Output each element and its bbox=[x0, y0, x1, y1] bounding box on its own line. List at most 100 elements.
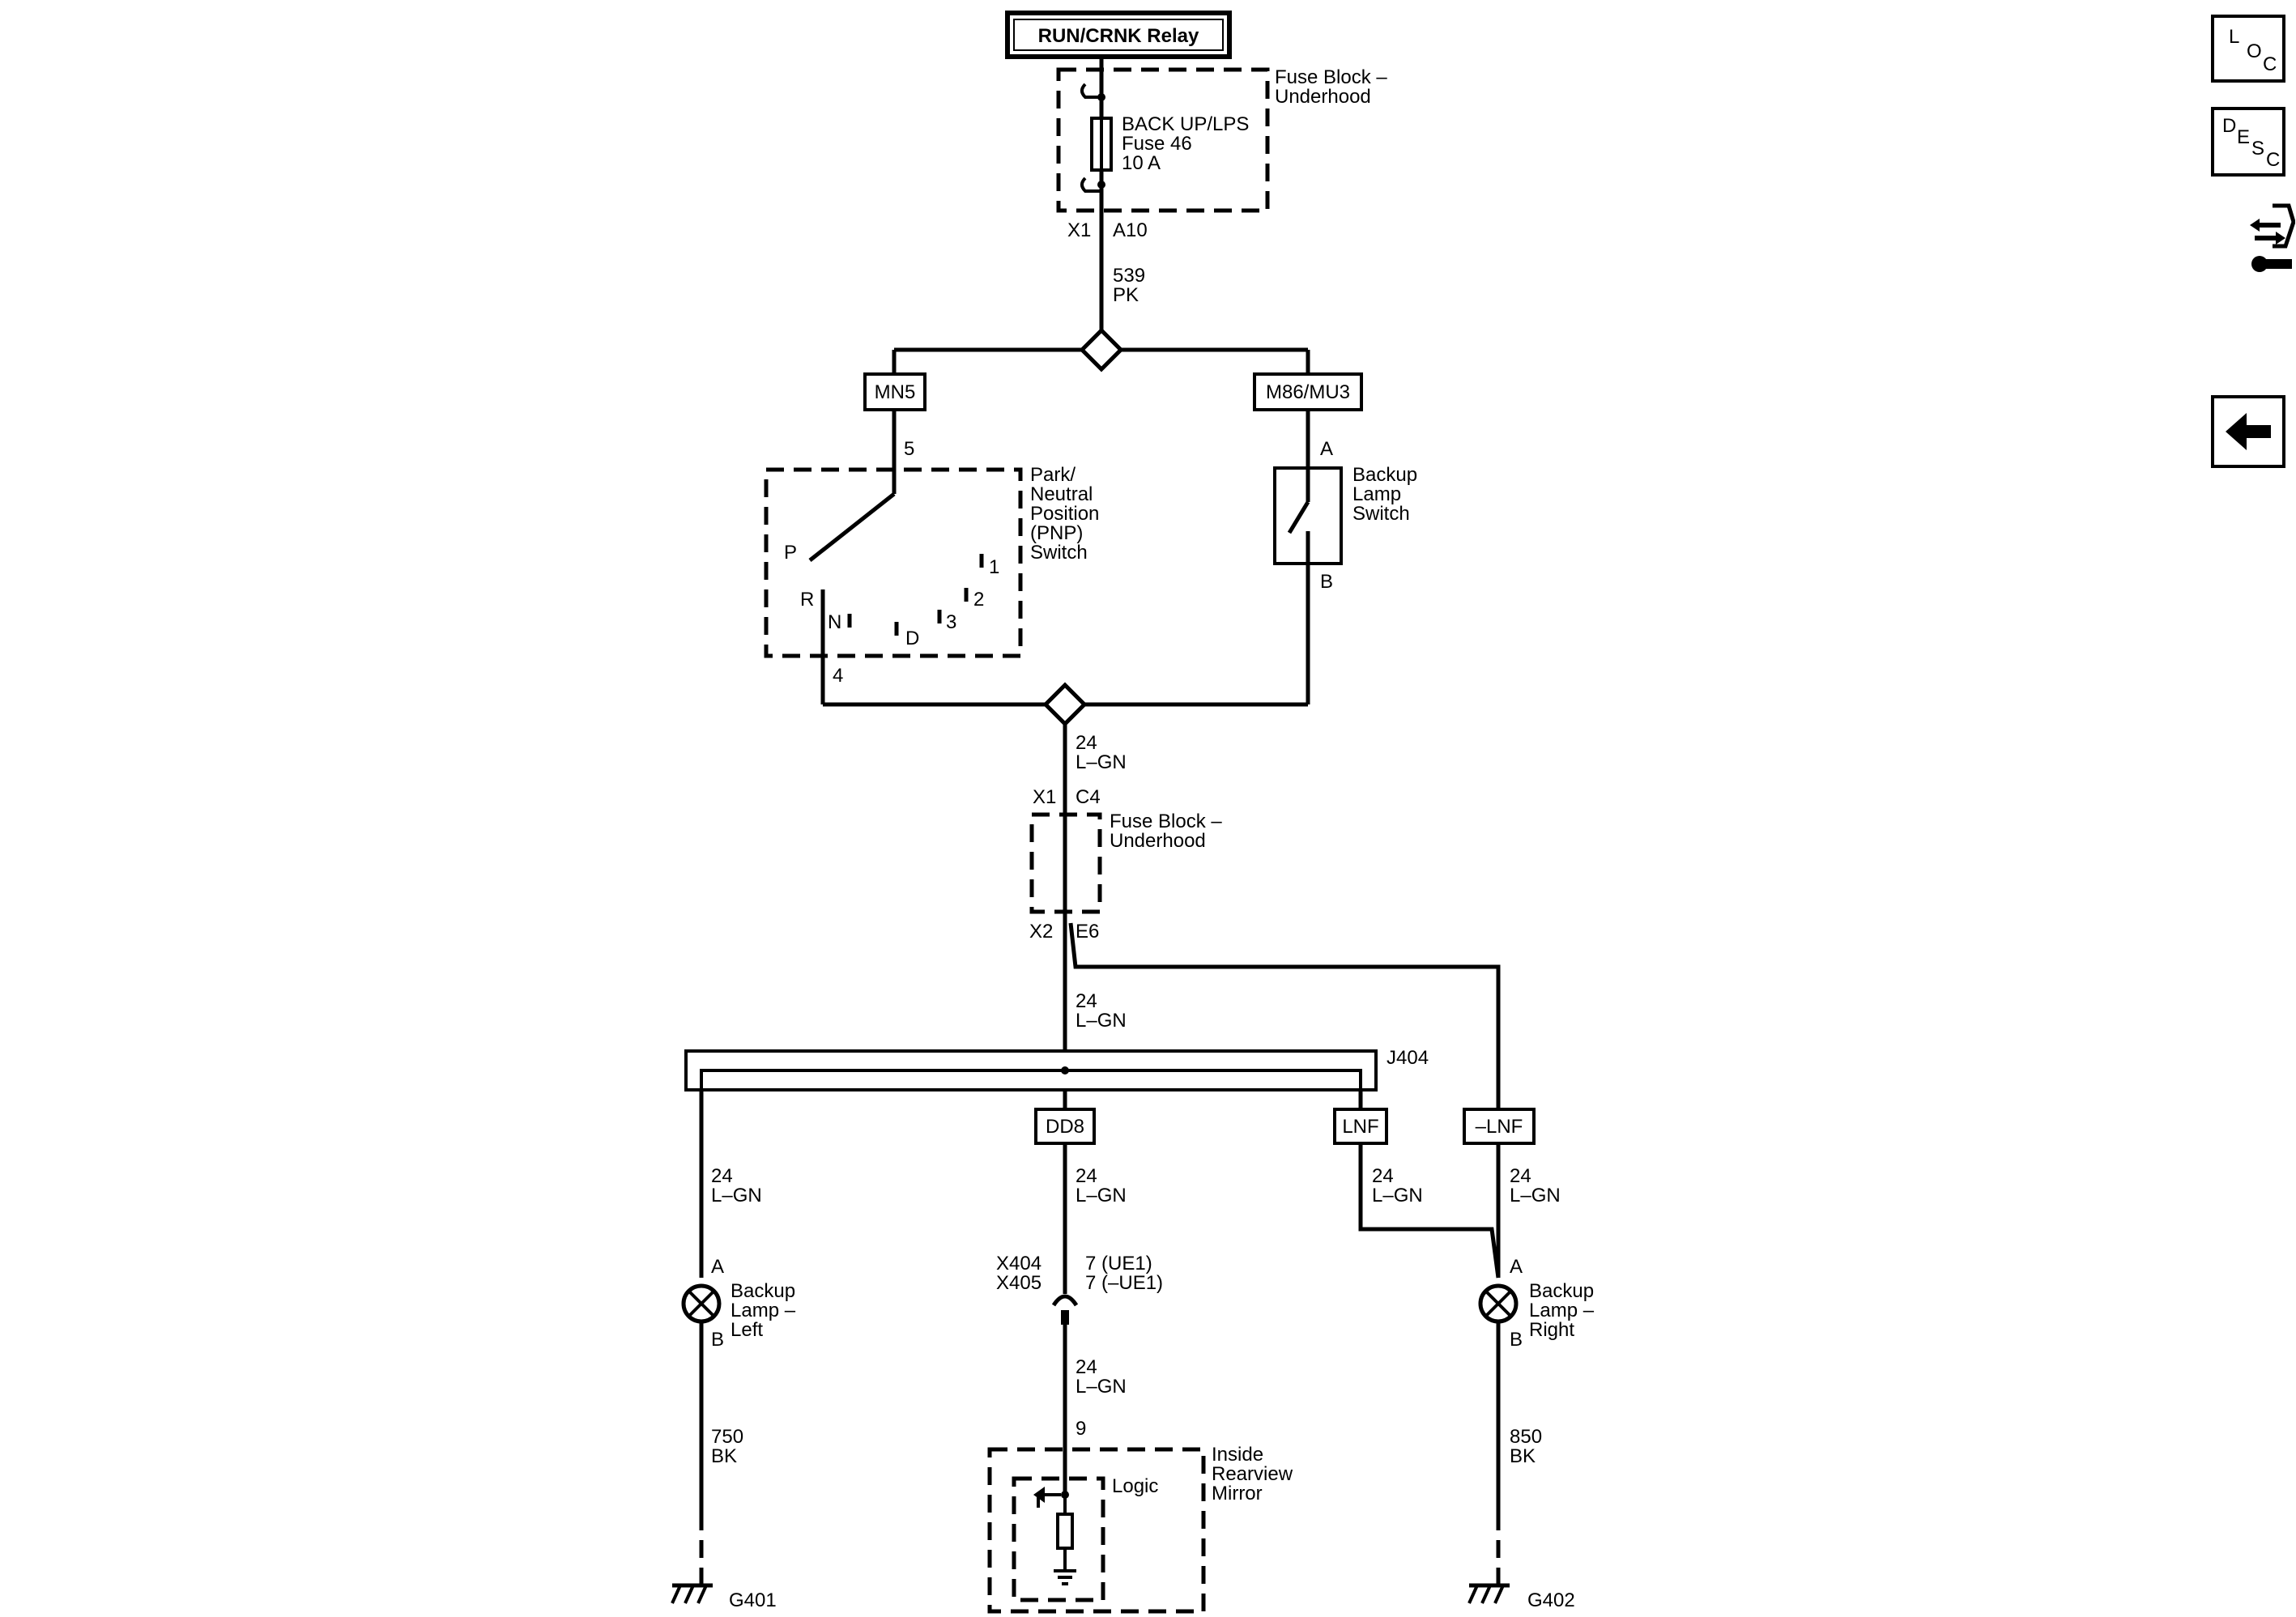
pnp-pos-d: D bbox=[905, 628, 919, 649]
fuse-46[interactable] bbox=[1090, 117, 1113, 172]
conn-x404: X404 bbox=[996, 1253, 1042, 1274]
splice-pack-j404[interactable] bbox=[684, 1049, 1378, 1122]
pnp-label-1: Park/ bbox=[1030, 464, 1076, 486]
lamp-right-label-2: Lamp – bbox=[1529, 1300, 1595, 1321]
backup-switch-label-2: Lamp bbox=[1352, 483, 1401, 505]
wire-24a-color: L–GN bbox=[1076, 751, 1127, 773]
lamp-right-label-3: Right bbox=[1529, 1319, 1574, 1341]
conn-x405-pin-nue1: 7 (–UE1) bbox=[1085, 1272, 1163, 1294]
loc-letter-c: C bbox=[2263, 53, 2277, 75]
desc-button[interactable]: D E S C bbox=[2211, 107, 2285, 177]
pnp-label-2: Neutral bbox=[1030, 483, 1093, 505]
connector-tab-icon bbox=[1080, 83, 1101, 99]
wire-24a-num: 24 bbox=[1076, 732, 1097, 754]
logic-label: Logic bbox=[1112, 1475, 1158, 1497]
backup-lamp-right[interactable] bbox=[1478, 1283, 1519, 1324]
option-dd8-label: DD8 bbox=[1046, 1116, 1084, 1138]
back-button[interactable] bbox=[2211, 395, 2285, 468]
inline-connector-icon bbox=[1051, 1294, 1079, 1325]
wire-24-left-num: 24 bbox=[711, 1165, 733, 1187]
lamp-left-label-1: Backup bbox=[731, 1280, 795, 1302]
fuse-block-top-label-1: Fuse Block – bbox=[1275, 66, 1387, 88]
conn-x1-top: X1 bbox=[1067, 219, 1091, 241]
pnp-label-3: Position bbox=[1030, 503, 1099, 525]
backup-switch-label-3: Switch bbox=[1352, 503, 1410, 525]
option-lnf-label: LNF bbox=[1342, 1116, 1378, 1138]
pnp-pos-1: 1 bbox=[989, 556, 999, 578]
wire-850-color: BK bbox=[1510, 1445, 1536, 1467]
lamp-left-label-3: Left bbox=[731, 1319, 763, 1341]
pnp-pos-p: P bbox=[784, 542, 797, 564]
splice-diamond-top bbox=[1079, 327, 1124, 372]
option-dd8[interactable]: DD8 bbox=[1034, 1108, 1096, 1145]
splice-dot bbox=[1097, 181, 1105, 189]
wire-24-left-color: L–GN bbox=[711, 1185, 762, 1206]
option-no-lnf[interactable]: –LNF bbox=[1463, 1108, 1536, 1145]
loc-letter-o: O bbox=[2247, 40, 2262, 62]
pin-b-switch: B bbox=[1320, 571, 1333, 593]
pnp-pos-n: N bbox=[828, 611, 841, 633]
fuse-block-mid-label-2: Underhood bbox=[1110, 830, 1206, 852]
wire-539-color: PK bbox=[1113, 284, 1139, 306]
desc-letter-c: C bbox=[2266, 149, 2281, 171]
pnp-pos-2: 2 bbox=[973, 589, 984, 611]
wire-539-num: 539 bbox=[1113, 265, 1145, 287]
pin-a-left: A bbox=[711, 1256, 724, 1278]
wire-24-lnf-num: 24 bbox=[1372, 1165, 1394, 1187]
pnp-pos-r: R bbox=[800, 589, 814, 611]
backup-lamp-left[interactable] bbox=[681, 1283, 722, 1324]
backup-switch-label-1: Backup bbox=[1352, 464, 1417, 486]
ground-g402-label: G402 bbox=[1527, 1589, 1575, 1611]
lamp-right-label-1: Backup bbox=[1529, 1280, 1594, 1302]
mirror-label-1: Inside bbox=[1212, 1444, 1263, 1466]
desc-letter-e: E bbox=[2237, 126, 2251, 148]
ground-g401-label: G401 bbox=[729, 1589, 777, 1611]
connector-tool-button[interactable] bbox=[2250, 201, 2296, 282]
connector-tab-icon bbox=[1080, 177, 1101, 193]
option-mn5[interactable]: MN5 bbox=[863, 372, 926, 411]
conn-x405: X405 bbox=[996, 1272, 1042, 1294]
conn-x2: X2 bbox=[1029, 921, 1053, 943]
wire-750-num: 750 bbox=[711, 1426, 743, 1448]
wire-850-num: 850 bbox=[1510, 1426, 1542, 1448]
wire-24-lnf-color: L–GN bbox=[1372, 1185, 1423, 1206]
wire-24-center-color: L–GN bbox=[1076, 1185, 1127, 1206]
pin-b-right: B bbox=[1510, 1329, 1523, 1351]
mirror-label-3: Mirror bbox=[1212, 1483, 1263, 1504]
wire-24b-num: 24 bbox=[1076, 990, 1097, 1012]
backup-lamp-switch[interactable] bbox=[1273, 466, 1343, 565]
pnp-label-4: (PNP) bbox=[1030, 522, 1083, 544]
option-mn5-label: MN5 bbox=[875, 381, 916, 403]
inside-rearview-mirror[interactable] bbox=[987, 1447, 1206, 1614]
mirror-label-2: Rearview bbox=[1212, 1463, 1293, 1485]
connector-tool-icon bbox=[2250, 203, 2296, 272]
wire-lnf-to-lamp bbox=[1358, 1143, 1501, 1279]
wire-750-color: BK bbox=[711, 1445, 737, 1467]
pnp-pos-3: 3 bbox=[946, 611, 956, 633]
fuse-block-mid-label-1: Fuse Block – bbox=[1110, 811, 1222, 832]
fuse-block-underhood-mid[interactable] bbox=[1029, 812, 1102, 914]
pin-4: 4 bbox=[833, 665, 843, 687]
pin-5: 5 bbox=[904, 438, 914, 460]
pin-e6: E6 bbox=[1076, 921, 1099, 943]
pnp-switch[interactable] bbox=[764, 467, 1023, 704]
wire-24-center-num: 24 bbox=[1076, 1165, 1097, 1187]
wire-24-mirror-num: 24 bbox=[1076, 1356, 1097, 1378]
ground-g402-icon bbox=[1467, 1583, 1510, 1604]
pin-c4: C4 bbox=[1076, 786, 1101, 808]
pin-a-right: A bbox=[1510, 1256, 1523, 1278]
option-m86-mu3[interactable]: M86/MU3 bbox=[1253, 372, 1363, 411]
option-no-lnf-label: –LNF bbox=[1476, 1116, 1523, 1138]
loc-button[interactable]: L O C bbox=[2211, 15, 2285, 83]
fuse-block-top-label-2: Underhood bbox=[1275, 86, 1371, 108]
run-crnk-relay[interactable]: RUN/CRNK Relay bbox=[1005, 11, 1232, 59]
splice-j404-label: J404 bbox=[1387, 1047, 1429, 1069]
conn-x1-mid: X1 bbox=[1033, 786, 1056, 808]
option-lnf[interactable]: LNF bbox=[1333, 1108, 1388, 1145]
relay-label: RUN/CRNK Relay bbox=[1038, 25, 1199, 47]
pin-9: 9 bbox=[1076, 1418, 1086, 1440]
loc-letter-l: L bbox=[2229, 26, 2240, 48]
fuse-block-underhood-top[interactable]: Fuse Block – Underhood bbox=[1056, 66, 1387, 213]
splice-diamond-mid bbox=[1042, 682, 1088, 727]
